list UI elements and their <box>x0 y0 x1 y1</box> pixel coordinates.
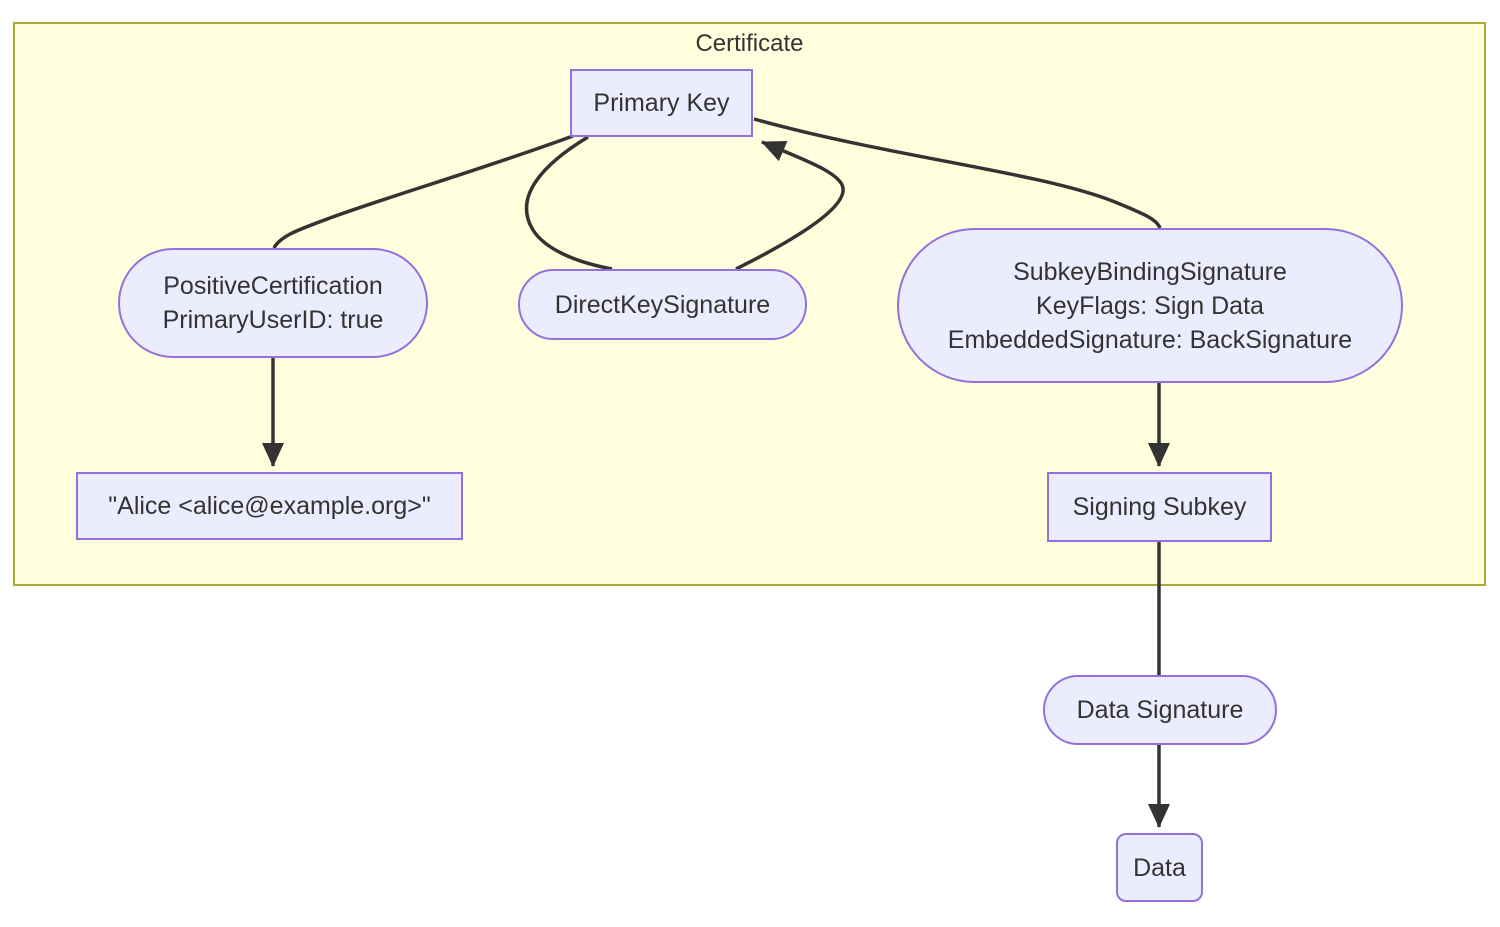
subkey-binding-signature-line-2: KeyFlags: Sign Data <box>1036 291 1264 320</box>
cluster-title: Certificate <box>695 30 804 57</box>
data-signature-label: Data Signature <box>1076 696 1244 724</box>
primary-key-label: Primary Key <box>593 89 730 117</box>
edge-primary-key-to-positive-certification <box>272 134 574 249</box>
node-data: Data <box>1116 833 1203 902</box>
node-subkey-binding-signature: SubkeyBindingSignature KeyFlags: Sign Da… <box>897 228 1403 383</box>
positive-certification-line-1: PositiveCertification <box>163 272 383 300</box>
signing-subkey-label: Signing Subkey <box>1072 493 1247 521</box>
node-signing-subkey: Signing Subkey <box>1047 472 1272 542</box>
data-label: Data <box>1133 853 1186 882</box>
direct-key-signature-label: DirectKeySignature <box>554 290 771 319</box>
subkey-binding-signature-line-1: SubkeyBindingSignature <box>1013 257 1287 286</box>
node-user-id: "Alice <alice@example.org>" <box>76 472 463 540</box>
positive-certification-line-2: PrimaryUserID: true <box>162 306 384 334</box>
subkey-binding-signature-line-3: EmbeddedSignature: BackSignature <box>947 325 1353 354</box>
edge-primary-key-to-subkey-binding-signature <box>753 117 1162 229</box>
user-id-label: "Alice <alice@example.org>" <box>108 492 431 520</box>
edge-direct-key-signature-to-primary-key <box>735 140 845 271</box>
node-direct-key-signature: DirectKeySignature <box>518 269 807 340</box>
node-data-signature: Data Signature <box>1043 675 1277 745</box>
node-primary-key: Primary Key <box>570 69 753 137</box>
node-positive-certification: PositiveCertification PrimaryUserID: tru… <box>118 248 428 358</box>
edge-primary-key-to-direct-key-signature <box>524 135 613 271</box>
